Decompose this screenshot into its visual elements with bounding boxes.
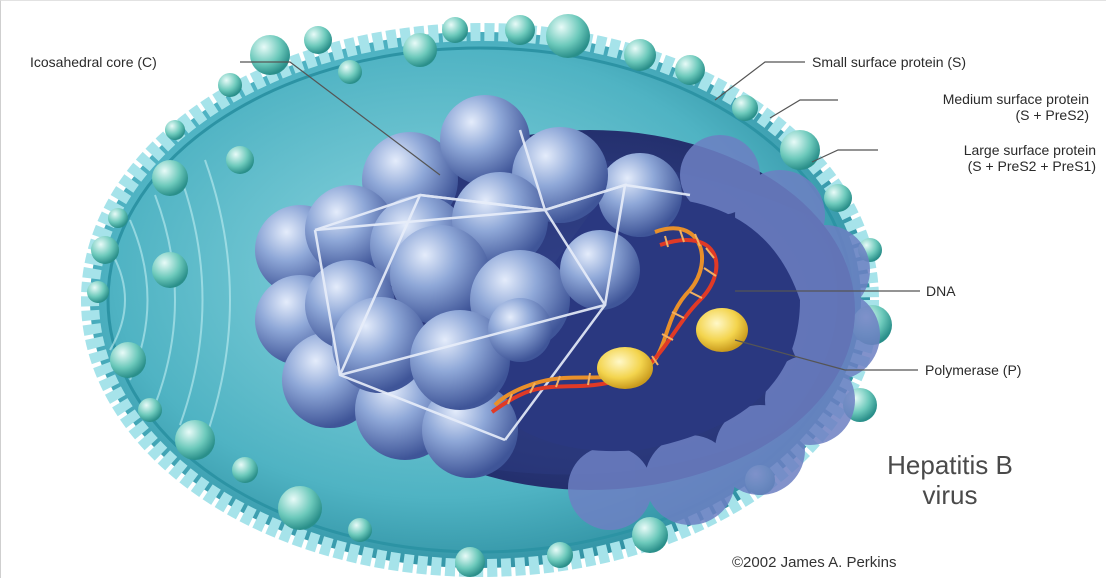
label-large-surface-protein: Large surface protein (S + PreS2 + PreS1…: [870, 142, 1096, 174]
label-polymerase: Polymerase (P): [925, 362, 1021, 378]
label-dna: DNA: [926, 283, 956, 299]
figure-title: Hepatitis B virus: [850, 450, 1050, 510]
label-small-surface-protein: Small surface protein (S): [812, 54, 966, 70]
copyright-credit: ©2002 James A. Perkins: [732, 554, 896, 571]
label-medium-line2: (S + PreS2): [845, 107, 1089, 123]
title-line2: virus: [850, 480, 1050, 510]
label-medium-line1: Medium surface protein: [845, 91, 1089, 107]
label-medium-surface-protein: Medium surface protein (S + PreS2): [845, 91, 1089, 123]
title-line1: Hepatitis B: [850, 450, 1050, 480]
label-large-line2: (S + PreS2 + PreS1): [870, 158, 1096, 174]
label-large-line1: Large surface protein: [870, 142, 1096, 158]
label-icosahedral-core: Icosahedral core (C): [30, 54, 157, 70]
